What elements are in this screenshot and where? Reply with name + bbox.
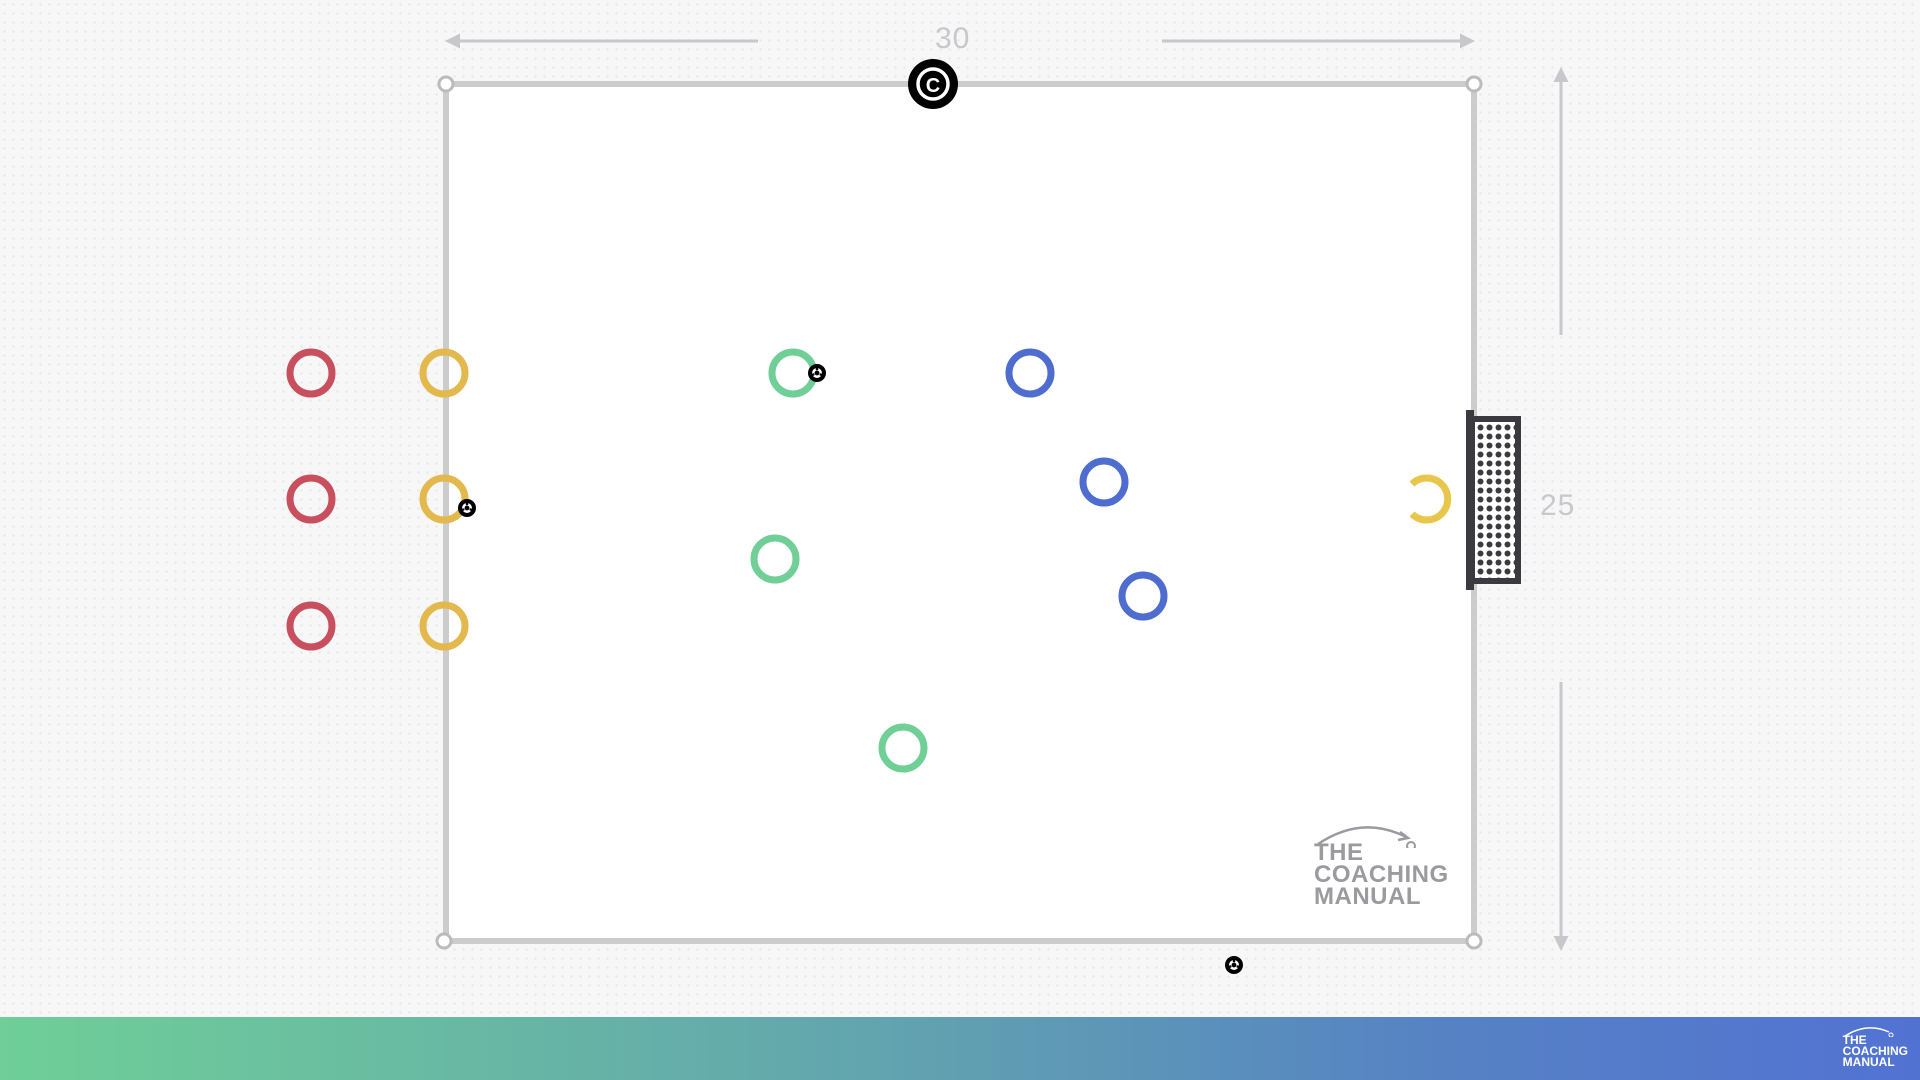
soccer-ball-icon bbox=[458, 499, 476, 517]
goal bbox=[1466, 410, 1521, 590]
width-dimension-label: 30 bbox=[935, 22, 971, 55]
corner-marker bbox=[437, 75, 455, 93]
corner-marker bbox=[435, 932, 453, 950]
height-dimension-label: 25 bbox=[1540, 489, 1576, 522]
footer-logo-arc-icon bbox=[1844, 1027, 1894, 1037]
blue-player bbox=[1118, 571, 1168, 621]
yellow-player bbox=[419, 474, 469, 524]
red-player bbox=[286, 474, 336, 524]
red-player bbox=[286, 348, 336, 398]
red-player bbox=[286, 601, 336, 651]
blue-player bbox=[1005, 348, 1055, 398]
watermark-line-3: MANUAL bbox=[1314, 883, 1421, 910]
green-player bbox=[878, 723, 928, 773]
watermark-line-2: COACHING bbox=[1314, 861, 1449, 888]
corner-marker bbox=[1465, 932, 1483, 950]
corner-marker bbox=[1465, 75, 1483, 93]
watermark-line-1: THE bbox=[1314, 839, 1364, 866]
goalkeeper-player bbox=[1409, 474, 1452, 524]
footer-logo-line-2: COACHING bbox=[1842, 1044, 1908, 1058]
logo-arc-icon bbox=[1317, 826, 1416, 848]
footer-logo-line-3: MANUAL bbox=[1842, 1055, 1895, 1069]
yellow-player bbox=[419, 601, 469, 651]
yellow-player bbox=[419, 348, 469, 398]
soccer-ball-icon bbox=[808, 364, 826, 382]
footer-logo: THE COACHING MANUAL bbox=[1842, 1027, 1908, 1069]
green-player bbox=[750, 534, 800, 584]
soccer-ball-icon bbox=[1225, 956, 1243, 974]
footer-bar: THE COACHING MANUAL bbox=[0, 1017, 1920, 1080]
blue-player bbox=[1079, 457, 1129, 507]
pitch-canvas: C bbox=[286, 33, 1569, 974]
coaching-manual-watermark: THE COACHING MANUAL bbox=[1314, 826, 1449, 910]
coach-marker: C bbox=[908, 59, 958, 109]
drill-diagram: C bbox=[286, 22, 1576, 974]
coach-label: C bbox=[926, 75, 940, 97]
pitch-area bbox=[446, 84, 1474, 941]
footer-logo-line-1: THE bbox=[1842, 1033, 1867, 1047]
